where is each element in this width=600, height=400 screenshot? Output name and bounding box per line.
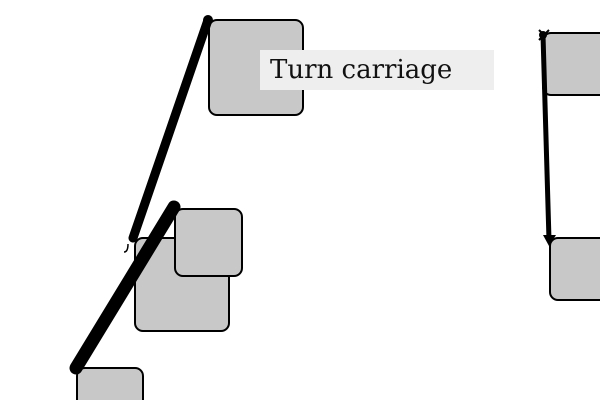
joint-knot-top[interactable] [203, 15, 213, 25]
hook-mark-middle [123, 243, 129, 253]
joint-knot-right-top[interactable] [539, 31, 547, 39]
tooltip: Turn carriage [260, 50, 494, 90]
carriage-tile-right-bottom[interactable] [549, 237, 600, 301]
joint-knot-middle[interactable] [129, 234, 137, 242]
carriage-tile-middle-front[interactable] [174, 208, 243, 277]
carriage-tile-right-top[interactable] [542, 32, 600, 96]
joint-knot-middle-upper[interactable] [168, 201, 180, 213]
arrow-knot-right-bottom[interactable] [543, 235, 556, 246]
rope-lower [69, 200, 181, 375]
carriage-tile-bottom[interactable] [76, 367, 144, 400]
rope-right [540, 32, 552, 243]
rope-upper [128, 15, 213, 243]
tooltip-text: Turn carriage [270, 55, 453, 85]
joint-knot-bottom[interactable] [70, 362, 82, 374]
